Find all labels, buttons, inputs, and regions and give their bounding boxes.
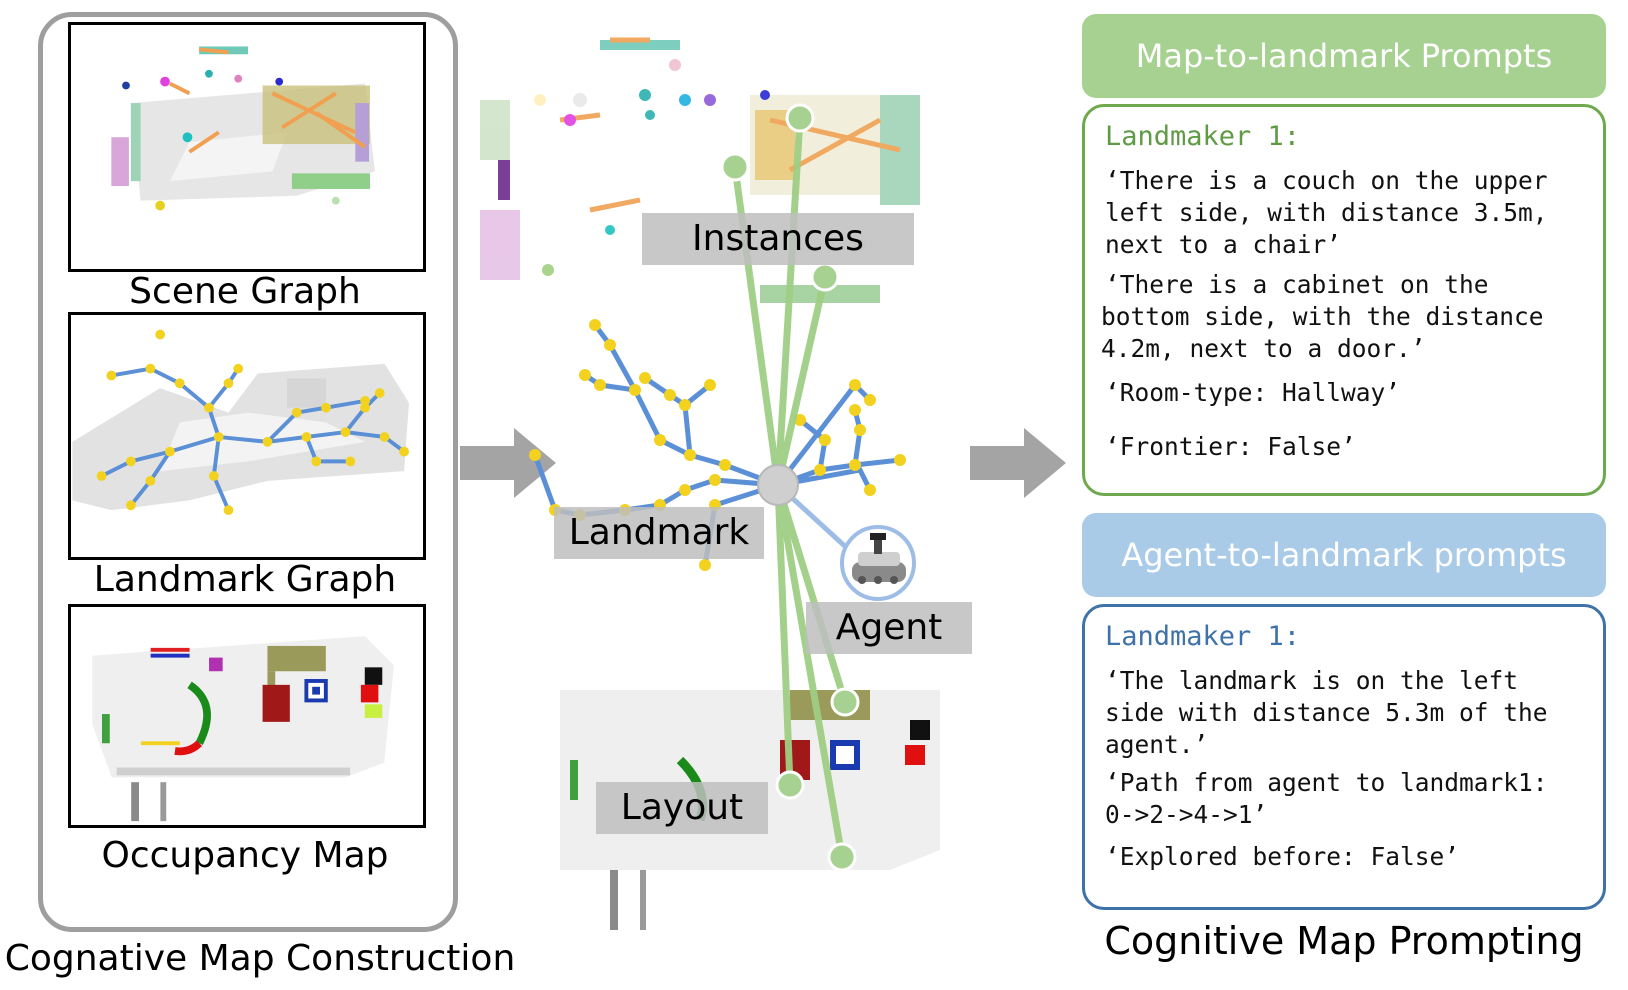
prompt-line: agent.’ (1105, 730, 1209, 759)
prompt-line: ‘Frontier: False’ (1105, 432, 1356, 461)
scene-graph-caption: Scene Graph (129, 271, 361, 312)
robot-agent-icon (840, 525, 916, 601)
construction-title: Cognative Map Construction (4, 938, 516, 979)
right-arrow-icon (460, 428, 556, 498)
right-arrow-icon (970, 428, 1066, 498)
instances-label: Instances (642, 213, 914, 265)
scene-graph-thumbnail (68, 22, 426, 272)
cognitive-map-illustration: Instances Landmark Agent Layout (460, 0, 1020, 990)
map-to-landmark-prompt-box: Landmaker 1: ‘There is a couch on the up… (1082, 104, 1606, 496)
prompt-line: ‘There is a couch on the upper (1105, 166, 1548, 195)
prompting-title: Cognitive Map Prompting (1104, 919, 1584, 963)
prompt-line: bottom side, with the distance (1101, 302, 1544, 331)
prompt-line: side with distance 5.3m of the (1105, 698, 1548, 727)
prompt-line: ‘Explored before: False’ (1105, 842, 1460, 871)
prompt-line: 4.2m, next to a door.’ (1101, 334, 1426, 363)
prompt-line: 0->2->4->1’ (1105, 800, 1268, 829)
agent-to-landmark-heading: Landmaker 1: (1105, 621, 1301, 652)
prompt-line: ‘Path from agent to landmark1: (1105, 768, 1548, 797)
occupancy-map-thumbnail (68, 604, 426, 828)
landmark-label: Landmark (554, 507, 764, 559)
layout-label: Layout (596, 782, 768, 834)
prompt-line: ‘The landmark is on the left (1105, 666, 1519, 695)
prompt-line: left side, with distance 3.5m, (1105, 198, 1548, 227)
occupancy-map-caption: Occupancy Map (101, 835, 389, 876)
landmark-graph-thumbnail (68, 312, 426, 560)
map-to-landmark-heading: Landmaker 1: (1105, 121, 1301, 152)
prompt-line: next to a chair’ (1105, 230, 1342, 259)
map-to-landmark-banner: Map-to-landmark Prompts (1082, 14, 1606, 98)
prompt-line: ‘There is a cabinet on the (1105, 270, 1489, 299)
agent-to-landmark-prompt-box: Landmaker 1: ‘The landmark is on the lef… (1082, 604, 1606, 910)
landmark-graph-caption: Landmark Graph (93, 559, 397, 600)
agent-to-landmark-banner: Agent-to-landmark prompts (1082, 513, 1606, 597)
agent-label: Agent (806, 602, 972, 654)
prompt-line: ‘Room-type: Hallway’ (1105, 378, 1401, 407)
